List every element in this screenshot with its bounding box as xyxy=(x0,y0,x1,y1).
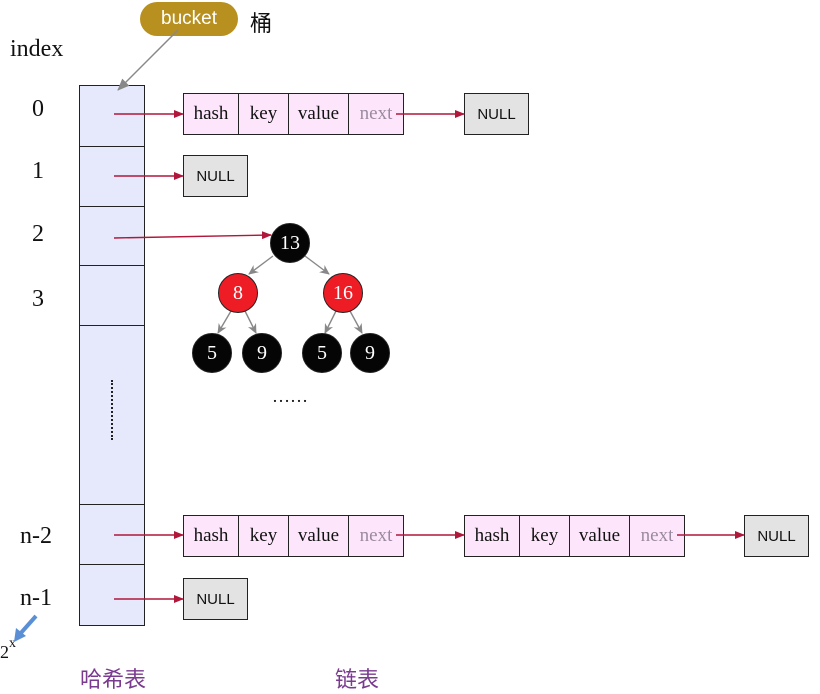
tree-edge xyxy=(349,310,363,334)
node-hash-field: hash xyxy=(184,516,239,556)
null-box-row1: NULL xyxy=(183,155,248,197)
index-header: index xyxy=(10,36,64,62)
size-exponent: x xyxy=(9,636,16,651)
size-label: 2x xyxy=(0,636,16,663)
tree-edge xyxy=(304,255,330,275)
vertical-ellipsis xyxy=(111,380,115,440)
bucket-chinese-label: 桶 xyxy=(250,12,273,37)
index-label-0: 0 xyxy=(32,96,44,122)
index-label-3: 3 xyxy=(32,286,44,312)
hash-table-caption: 哈希表 xyxy=(80,668,147,693)
node-hash-field: hash xyxy=(184,94,239,134)
tree-edge xyxy=(244,310,257,334)
list-node: hash key value next xyxy=(183,93,404,135)
index-label-2: 2 xyxy=(32,221,44,247)
node-value-field: value xyxy=(289,516,349,556)
node-key-field: key xyxy=(239,516,289,556)
tree-node-right: 16 xyxy=(323,273,363,313)
node-value-field: value xyxy=(570,516,630,556)
bucket-divider xyxy=(80,504,144,505)
tree-edge xyxy=(217,310,232,334)
node-key-field: key xyxy=(239,94,289,134)
bucket-divider xyxy=(80,206,144,207)
list-node: hash key value next xyxy=(464,515,685,557)
size-pointer-shaft xyxy=(18,614,38,636)
node-next-field: next xyxy=(359,103,393,124)
tree-node-rr: 9 xyxy=(350,333,390,373)
tree-ellipsis: …… xyxy=(272,386,308,406)
bucket-divider xyxy=(80,265,144,266)
index-label-n-2: n-2 xyxy=(20,523,52,549)
index-label-1: 1 xyxy=(32,158,44,184)
bucket-divider xyxy=(80,564,144,565)
node-hash-field: hash xyxy=(465,516,520,556)
null-box-row-n2: NULL xyxy=(744,515,809,557)
tree-edge xyxy=(248,255,274,275)
bucket-pill: bucket xyxy=(140,2,238,36)
hash-table xyxy=(79,85,145,626)
node-value-field: value xyxy=(289,94,349,134)
tree-node-left: 8 xyxy=(218,273,258,313)
tree-node-ll: 5 xyxy=(192,333,232,373)
bucket-divider xyxy=(80,146,144,147)
tree-edge xyxy=(324,310,337,334)
linked-list-caption: 链表 xyxy=(335,668,380,693)
node-key-field: key xyxy=(520,516,570,556)
arrow-row2 xyxy=(113,231,272,240)
size-base: 2 xyxy=(0,642,9,662)
node-next-field: next xyxy=(359,525,393,546)
index-label-n-1: n-1 xyxy=(20,585,52,611)
bucket-pointer-arrow xyxy=(117,29,179,91)
tree-node-root: 13 xyxy=(270,223,310,263)
bucket-divider xyxy=(80,325,144,326)
node-next-field: next xyxy=(640,525,674,546)
size-pointer-head xyxy=(14,628,26,642)
tree-node-rl: 5 xyxy=(302,333,342,373)
list-node: hash key value next xyxy=(183,515,404,557)
null-box-row0: NULL xyxy=(464,93,529,135)
tree-node-lr: 9 xyxy=(242,333,282,373)
